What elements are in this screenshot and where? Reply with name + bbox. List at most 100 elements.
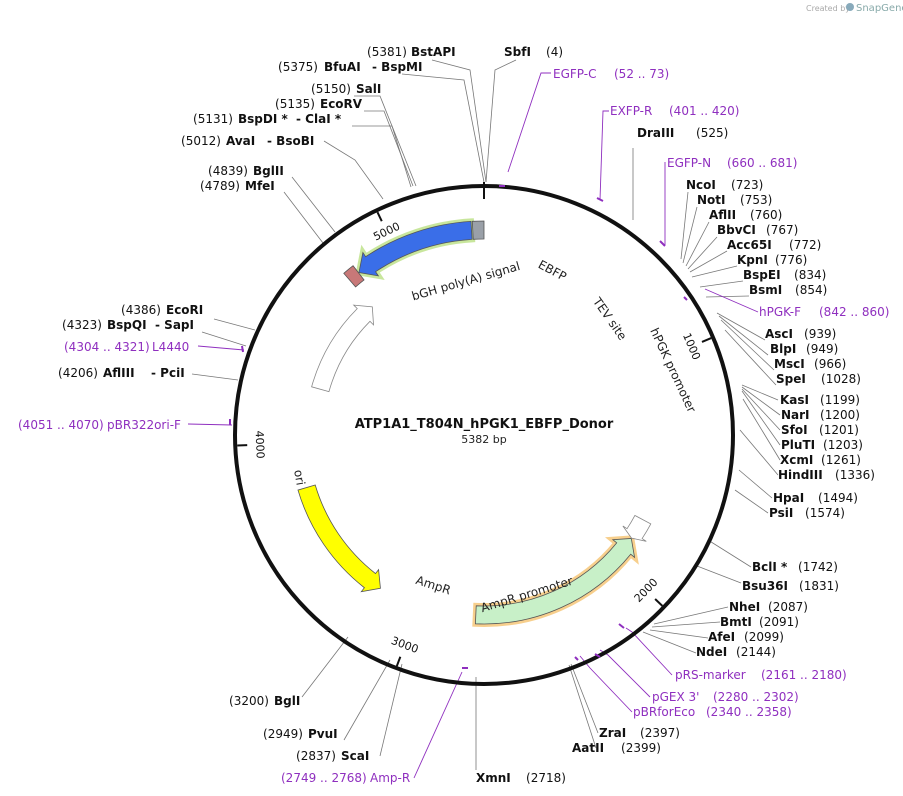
feature-arc-ori[interactable] [297,484,381,593]
enzyme-pos-bfuai: (5375) [278,60,318,74]
enzyme-pos-sfoi: (1201) [819,423,859,437]
enzyme-scai: ScaI [341,749,369,763]
enzyme-bsmi: BsmI [749,283,782,297]
created-by-text: Created by [806,4,850,13]
enzyme-msci: MscI [774,357,805,371]
feature-arc-ebfp[interactable] [358,220,473,277]
enzyme-pos-bsu36i: (1831) [799,579,839,593]
enzyme-pos-draiii: (525) [696,126,728,140]
tick-label-3000: 3000 [389,634,420,656]
enzyme-pos-bsmi: (854) [795,283,827,297]
enzyme-pos-blpi: (949) [806,342,838,356]
enzyme-pos-avai: (5012) [181,134,221,148]
enzyme-pos-aflii: (760) [750,208,782,222]
enzyme-hindiii: HindIII [778,468,823,482]
enzyme-pluti: PluTI [781,438,815,452]
enzyme-sfoi: SfoI [781,423,808,437]
enzyme-bspdi: BspDI * [238,112,288,126]
enzyme-asci: AscI [765,327,793,341]
enzyme-pos-ncoi: (723) [731,178,763,192]
enzyme-ecori: EcoRI [166,303,203,317]
enzyme-pos-bgli: (3200) [229,694,269,708]
enzyme-pos-hindiii: (1336) [835,468,875,482]
enzyme-pos-acc65i: (772) [789,238,821,252]
primer-exfp-r: EXFP-R [610,104,652,118]
enzyme-bbvci: BbvCI [717,223,756,237]
primer-amp-r: Amp-R [370,771,410,785]
tick-mark-1000 [701,337,712,343]
feature-arc-bgh-poly-a-signal[interactable] [471,220,485,240]
enzyme-pos-nari: (1200) [820,408,860,422]
enzyme-pos-spei: (1028) [821,372,861,386]
enzyme-bcli: BclI * [752,560,788,574]
enzyme-nhei: NheI [729,600,760,614]
primer-range-egfp-n: (660 .. 681) [727,156,797,170]
enzyme-pos-bbvci: (767) [766,223,798,237]
primer-leader-lines [187,72,759,779]
enzyme-pos-nhei: (2087) [768,600,808,614]
primer-pbr322ori-f: pBR322ori-F [107,418,181,432]
enzyme-bspei: BspEI [743,268,781,282]
snapgene-logo-icon [846,3,854,11]
primer-prs-marker: pRS-marker [675,668,746,682]
enzyme-afei: AfeI [708,630,735,644]
enzyme-pos-scai: (2837) [296,749,336,763]
enzyme-pos-kpni: (776) [775,253,807,267]
feature-arc-ampr-promoter[interactable] [622,514,652,542]
enzyme-bspqi: BspQI [107,318,147,332]
enzyme-pos-bspei: (834) [794,268,826,282]
enzyme-pos-pluti: (1203) [823,438,863,452]
primer-range-pbrforeco: (2340 .. 2358) [706,705,792,719]
enzyme-ecorv: EcoRV [320,97,363,111]
tick-label-4000: 4000 [253,430,267,459]
enzyme-bsu36i: Bsu36I [742,579,788,593]
enzyme-pos-bcli: (1742) [798,560,838,574]
enzyme-psii: PsiI [769,506,793,520]
enzyme-acc65i: Acc65I [727,238,772,252]
enzyme-pos-psii: (1574) [805,506,845,520]
enzyme-pcii: - PciI [151,366,185,380]
enzyme-pos-afei: (2099) [744,630,784,644]
enzyme-pos-xmni: (2718) [526,771,566,785]
label-leader-lines [191,59,781,770]
enzyme-labels: (5381) BstAPI (5375) BfuAI - BspMI SbfI … [58,45,875,785]
feature-label-tev: TEV site [590,294,630,343]
enzyme-pos-msci: (966) [814,357,846,371]
primer-egfp-c: EGFP-C [553,67,596,81]
tick-label-1000: 1000 [680,331,703,362]
primer-pgex-3: pGEX 3' [652,690,699,704]
enzyme-sapi: - SapI [155,318,194,332]
plasmid-title: ATP1A1_T804N_hPGK1_EBFP_Donor [355,417,614,432]
feature-label-ori: ori [291,469,307,487]
enzyme-mfei: MfeI [245,179,275,193]
primer-range-l4440: (4304 .. 4321) [64,340,150,354]
enzyme-clai: - ClaI * [296,112,342,126]
enzyme-pos-ecori: (4386) [121,303,161,317]
enzyme-pos-sbfi: (4) [546,45,563,59]
primer-markers [229,185,688,669]
enzyme-bfuai: BfuAI [324,60,361,74]
feature-arc-ampr[interactable] [474,538,636,625]
enzyme-kasi: KasI [780,393,809,407]
snapgene-brand: SnapGene [856,3,903,14]
enzyme-pos-pvui: (2949) [263,727,303,741]
primer-range-prs-marker: (2161 .. 2180) [761,668,847,682]
enzyme-bspmi: - BspMI [372,60,422,74]
enzyme-pos-bglii: (4839) [208,164,248,178]
primer-range-amp-r: (2749 .. 2768) [281,771,367,785]
enzyme-avai: AvaI [226,134,255,148]
enzyme-bglii: BglII [253,164,284,178]
primer-pbrforeco: pBRforEco [633,705,695,719]
enzyme-noti: NotI [697,193,726,207]
tick-mark-2000 [654,598,664,607]
enzyme-spei: SpeI [776,372,806,386]
enzyme-pos-aatii: (2399) [621,741,661,755]
plasmid-size: 5382 bp [461,433,506,446]
feature-arc-hpgk-promoter[interactable] [311,304,375,393]
primer-l4440: L4440 [152,340,189,354]
feature-label-ebfp: EBFP [536,257,569,283]
feature-arc-tev-site[interactable] [343,265,365,288]
primer-range-pbr322ori-f: (4051 .. 4070) [18,418,104,432]
enzyme-sbfi: SbfI [504,45,531,59]
